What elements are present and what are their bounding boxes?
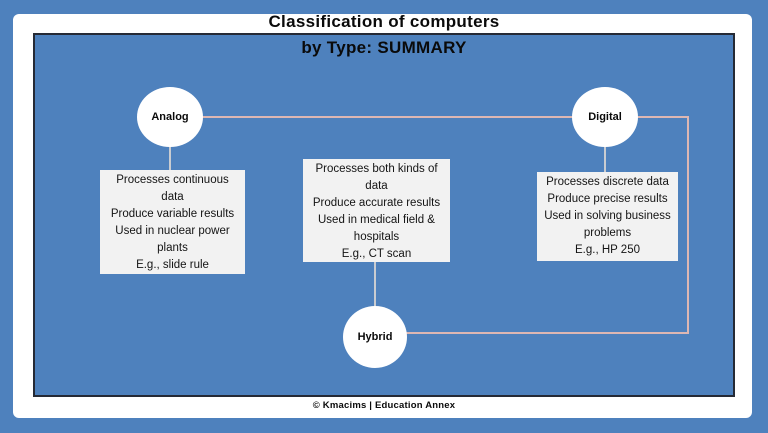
slide-title: Classification of computers	[268, 12, 500, 31]
analog-description-box: Processes continuous data Produce variab…	[100, 170, 245, 274]
node-analog-label: Analog	[151, 111, 189, 123]
node-hybrid: Hybrid	[343, 306, 407, 368]
digital-description-box: Processes discrete data Produce precise …	[537, 172, 678, 261]
node-analog: Analog	[137, 87, 203, 147]
slide-footer: © Kmacims | Education Annex	[312, 400, 456, 411]
slide-subtitle: by Type: SUMMARY	[301, 38, 467, 57]
node-digital: Digital	[572, 87, 638, 147]
node-hybrid-label: Hybrid	[357, 331, 393, 343]
node-digital-label: Digital	[588, 111, 622, 123]
hybrid-description-box: Processes both kinds of data Produce acc…	[303, 159, 450, 262]
